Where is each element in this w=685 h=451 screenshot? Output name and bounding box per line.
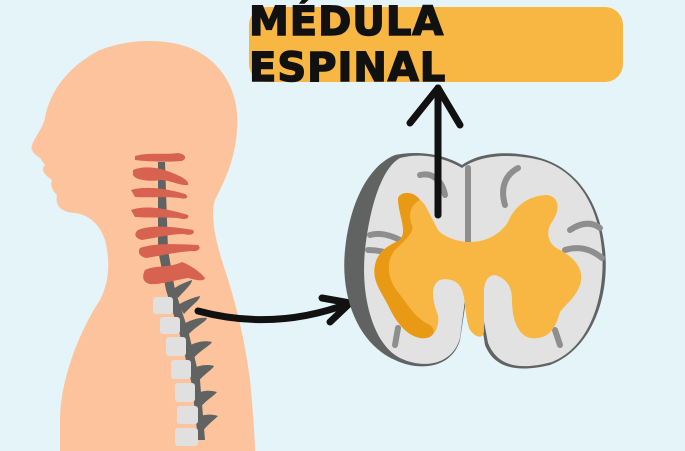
title-text: MÉDULA ESPINAL	[248, 0, 447, 91]
cervical-vertebrae	[131, 153, 205, 285]
spine	[131, 153, 218, 446]
human-silhouette	[31, 41, 255, 451]
arrow-to-title	[406, 84, 464, 219]
spinal-cord-cross-section	[344, 153, 606, 369]
thoracic-bodies	[153, 297, 198, 446]
thoracic-processes	[172, 280, 218, 432]
title-banner: MÉDULA ESPINAL	[248, 0, 623, 91]
